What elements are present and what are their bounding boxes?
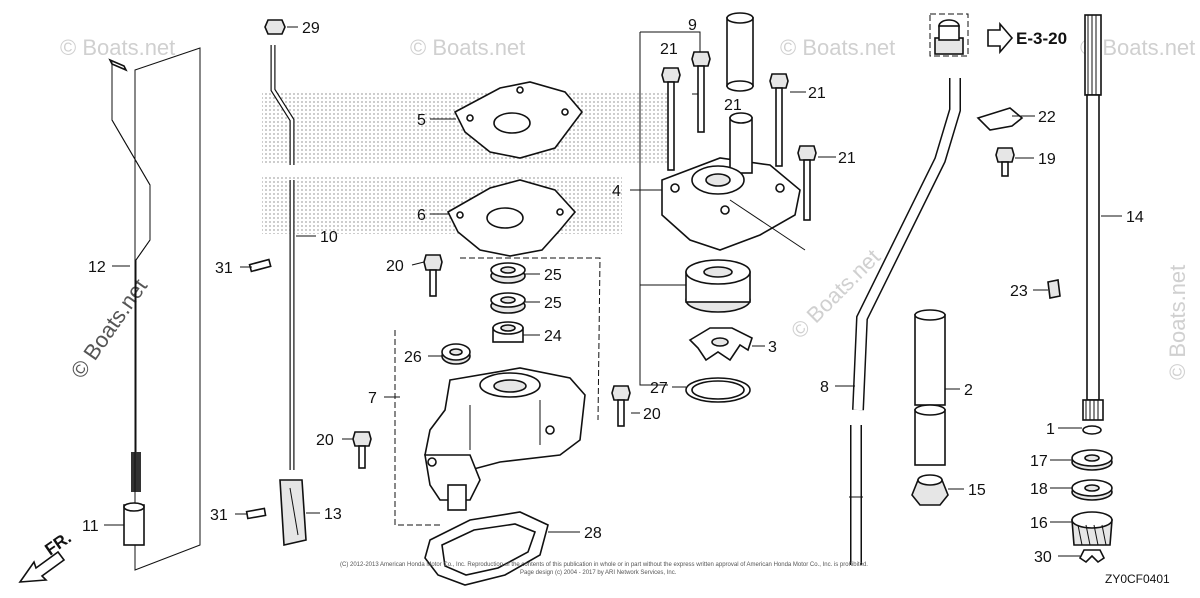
- callout-5[interactable]: 5: [417, 112, 426, 129]
- seal-26[interactable]: [441, 343, 471, 365]
- leader-lines-left: [134, 47, 201, 571]
- pump-case-4[interactable]: [661, 112, 806, 251]
- callout-27[interactable]: 27: [650, 380, 668, 397]
- gasket-28[interactable]: [424, 511, 549, 586]
- watermark: © Boats.net: [410, 35, 525, 60]
- impeller-housing-liner[interactable]: [685, 259, 751, 313]
- direction-label: FR.: [41, 528, 74, 559]
- callout-2[interactable]: 2: [964, 382, 973, 399]
- callout-31-upper[interactable]: 31: [215, 260, 233, 277]
- copyright-line-1: (C) 2012-2013 American Honda Motor Co., …: [340, 562, 868, 568]
- bolt-19[interactable]: [995, 147, 1015, 177]
- rod-joint-13[interactable]: [279, 479, 307, 546]
- callout-24[interactable]: 24: [544, 328, 562, 345]
- bolt-21-a[interactable]: [661, 67, 681, 171]
- key-23[interactable]: [1047, 279, 1061, 299]
- grommet-15[interactable]: [911, 474, 949, 506]
- gasket-27[interactable]: [685, 377, 751, 403]
- bolt-20-right[interactable]: [611, 385, 631, 427]
- callout-1[interactable]: 1: [1046, 421, 1055, 438]
- callout-20-upper[interactable]: 20: [386, 258, 404, 275]
- tube-2[interactable]: [914, 309, 946, 466]
- bolt-20-upper[interactable]: [423, 254, 443, 297]
- callout-20-right[interactable]: 20: [643, 406, 661, 423]
- callout-17[interactable]: 17: [1030, 453, 1048, 470]
- bracket-22[interactable]: [976, 107, 1024, 131]
- callout-3[interactable]: 3: [768, 339, 777, 356]
- callout-29[interactable]: 29: [302, 20, 320, 37]
- bolt-21-b[interactable]: [691, 51, 711, 133]
- callout-25-upper[interactable]: 25: [544, 267, 562, 284]
- ref-page-link[interactable]: E-3-20: [1016, 29, 1067, 48]
- copyright-line-2: Page design (c) 2004 - 2017 by ARI Netwo…: [520, 570, 677, 576]
- gear-16[interactable]: [1071, 511, 1113, 546]
- bolt-21-d[interactable]: [797, 145, 817, 221]
- callout-16[interactable]: 16: [1030, 515, 1048, 532]
- callout-21-c[interactable]: 21: [808, 85, 826, 102]
- shaft-14[interactable]: [1082, 14, 1104, 421]
- plate-5[interactable]: [453, 81, 584, 159]
- housing-7[interactable]: [394, 257, 601, 526]
- callout-9[interactable]: 9: [688, 17, 697, 34]
- callout-21-d[interactable]: 21: [838, 150, 856, 167]
- ref-arrow: [987, 21, 1014, 55]
- callout-19[interactable]: 19: [1038, 151, 1056, 168]
- bearing-24[interactable]: [492, 321, 524, 343]
- callout-15[interactable]: 15: [968, 482, 986, 499]
- clip-30[interactable]: [1078, 549, 1106, 564]
- watermark: © Boats.net: [1165, 265, 1190, 380]
- shift-rod-12[interactable]: [108, 58, 151, 492]
- callout-7[interactable]: 7: [368, 390, 377, 407]
- watermark-dark: © Boats.net: [66, 274, 153, 383]
- bearing-25-lower[interactable]: [490, 292, 526, 314]
- washer-17[interactable]: [1071, 449, 1113, 471]
- pin-31-lower[interactable]: [245, 507, 267, 520]
- callout-11[interactable]: 11: [82, 518, 99, 535]
- clip-1[interactable]: [1082, 425, 1102, 435]
- callout-21-a[interactable]: 21: [660, 41, 678, 58]
- bolt-20-left[interactable]: [352, 431, 372, 469]
- callout-6[interactable]: 6: [417, 207, 426, 224]
- collar-11[interactable]: [123, 502, 145, 546]
- bolt-21-c[interactable]: [769, 73, 789, 167]
- callout-22[interactable]: 22: [1038, 109, 1056, 126]
- watermark-group: © Boats.net © Boats.net © Boats.net © Bo…: [60, 35, 1195, 383]
- plate-6[interactable]: [446, 179, 577, 257]
- impeller-3[interactable]: [688, 327, 753, 362]
- bearing-25-upper[interactable]: [490, 262, 526, 284]
- callout-18[interactable]: 18: [1030, 481, 1048, 498]
- callout-8[interactable]: 8: [820, 379, 829, 396]
- rod-10[interactable]: [270, 45, 295, 470]
- fr-direction-arrow: [18, 550, 66, 583]
- callout-20-left[interactable]: 20: [316, 432, 334, 449]
- callout-4[interactable]: 4: [612, 183, 621, 200]
- callout-28[interactable]: 28: [584, 525, 602, 542]
- water-tube-8[interactable]: [849, 78, 961, 565]
- nut-29[interactable]: [264, 19, 286, 35]
- callout-25-lower[interactable]: 25: [544, 295, 562, 312]
- tube-9[interactable]: [726, 12, 754, 92]
- callout-12[interactable]: 12: [88, 259, 106, 276]
- callout-23[interactable]: 23: [1010, 283, 1028, 300]
- grommet-e320[interactable]: [929, 13, 969, 57]
- callout-13[interactable]: 13: [324, 506, 342, 523]
- pin-31-upper[interactable]: [248, 258, 272, 273]
- callout-14[interactable]: 14: [1126, 209, 1144, 226]
- diagram-code: ZY0CF0401: [1105, 572, 1170, 586]
- watermark: © Boats.net: [780, 35, 895, 60]
- callout-10[interactable]: 10: [320, 229, 338, 246]
- callout-31-lower[interactable]: 31: [210, 507, 228, 524]
- callout-21-b[interactable]: 21: [724, 97, 742, 114]
- callout-26[interactable]: 26: [404, 349, 422, 366]
- callout-leaders: [104, 26, 1122, 557]
- washer-18[interactable]: [1071, 479, 1113, 501]
- callout-labels: 29 5 6 10 12 31 20 25 25 24 26 7 20 20 2…: [82, 17, 1144, 566]
- callout-30[interactable]: 30: [1034, 549, 1052, 566]
- watermark: © Boats.net: [60, 35, 175, 60]
